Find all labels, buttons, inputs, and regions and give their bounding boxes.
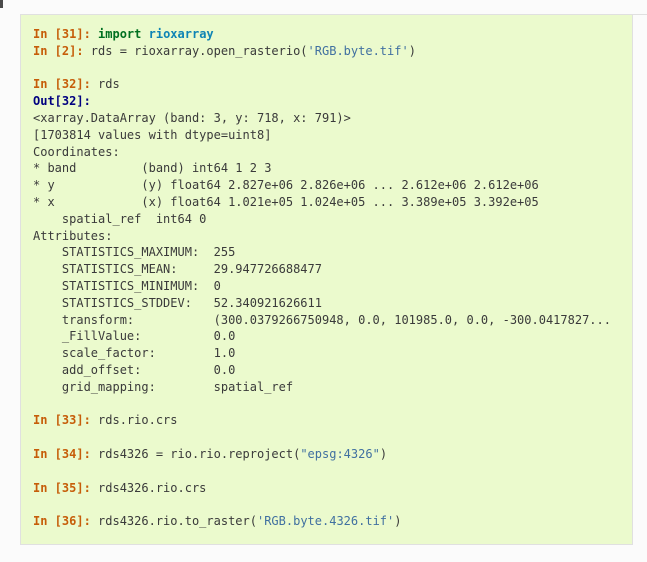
input-prompt: In [32]: bbox=[33, 77, 99, 92]
output-prompt: Out[32]: bbox=[33, 94, 91, 109]
code-text: STATISTICS_STDDEV: 52.340921626611 bbox=[33, 295, 322, 310]
code-text: Attributes: bbox=[33, 228, 113, 243]
divider-extension bbox=[633, 14, 647, 15]
code-text: * x (x) float64 1.021e+05 1.024e+05 ... … bbox=[33, 194, 539, 209]
code-text: STATISTICS_MINIMUM: 0 bbox=[33, 278, 221, 293]
code-text: STATISTICS_MAXIMUM: 255 bbox=[33, 245, 236, 260]
code-text: rds.rio.crs bbox=[98, 413, 178, 428]
code-text: ) bbox=[408, 43, 416, 58]
input-prompt: In [36]: bbox=[33, 514, 99, 529]
code-text: STATISTICS_MEAN: 29.947726688477 bbox=[33, 262, 322, 277]
keyword-token: import bbox=[98, 27, 142, 41]
screen-artifact bbox=[0, 0, 3, 8]
code-text: scale_factor: 1.0 bbox=[33, 346, 236, 361]
ipython-console-block: In [31]: import rioxarray In [2]: rds = … bbox=[20, 14, 633, 545]
code-text: * band (band) int64 1 2 3 bbox=[33, 161, 272, 176]
code-text: rds bbox=[98, 77, 120, 92]
code-text: grid_mapping: spatial_ref bbox=[33, 379, 294, 394]
code-text: rds4326 = rio.rio.reproject( bbox=[98, 446, 301, 461]
code-text: transform: (300.0379266750948, 0.0, 1019… bbox=[33, 312, 611, 327]
input-prompt: In [31]: bbox=[33, 27, 99, 41]
code-text: rds4326.rio.to_raster( bbox=[98, 514, 257, 529]
code-text: rds = rioxarray.open_rasterio( bbox=[90, 43, 308, 58]
string-token: 'RGB.byte.4326.tif' bbox=[256, 514, 395, 529]
string-token: 'RGB.byte.tif' bbox=[307, 43, 409, 58]
code-text: _FillValue: 0.0 bbox=[33, 329, 236, 344]
input-prompt: In [35]: bbox=[33, 480, 99, 495]
input-prompt: In [2]: bbox=[33, 43, 91, 58]
code-text: rds4326.rio.crs bbox=[98, 480, 207, 495]
code-text: * y (y) float64 2.827e+06 2.826e+06 ... … bbox=[33, 178, 539, 193]
code-text: <xarray.DataArray (band: 3, y: 718, x: 7… bbox=[33, 110, 351, 125]
code-text: add_offset: 0.0 bbox=[33, 362, 236, 377]
input-prompt: In [34]: bbox=[33, 446, 99, 461]
code-text: spatial_ref int64 0 bbox=[33, 211, 207, 226]
string-token: "epsg:4326" bbox=[300, 446, 380, 461]
module-name-token: rioxarray bbox=[148, 27, 214, 41]
input-prompt: In [33]: bbox=[33, 413, 99, 428]
code-text: ) bbox=[379, 446, 388, 461]
code-text: ) bbox=[394, 514, 402, 529]
code-text: [1703814 values with dtype=uint8] bbox=[33, 127, 272, 142]
console-code: In [31]: import rioxarray In [2]: rds = … bbox=[33, 27, 611, 528]
code-text: Coordinates: bbox=[33, 144, 120, 159]
code-text bbox=[141, 27, 148, 41]
